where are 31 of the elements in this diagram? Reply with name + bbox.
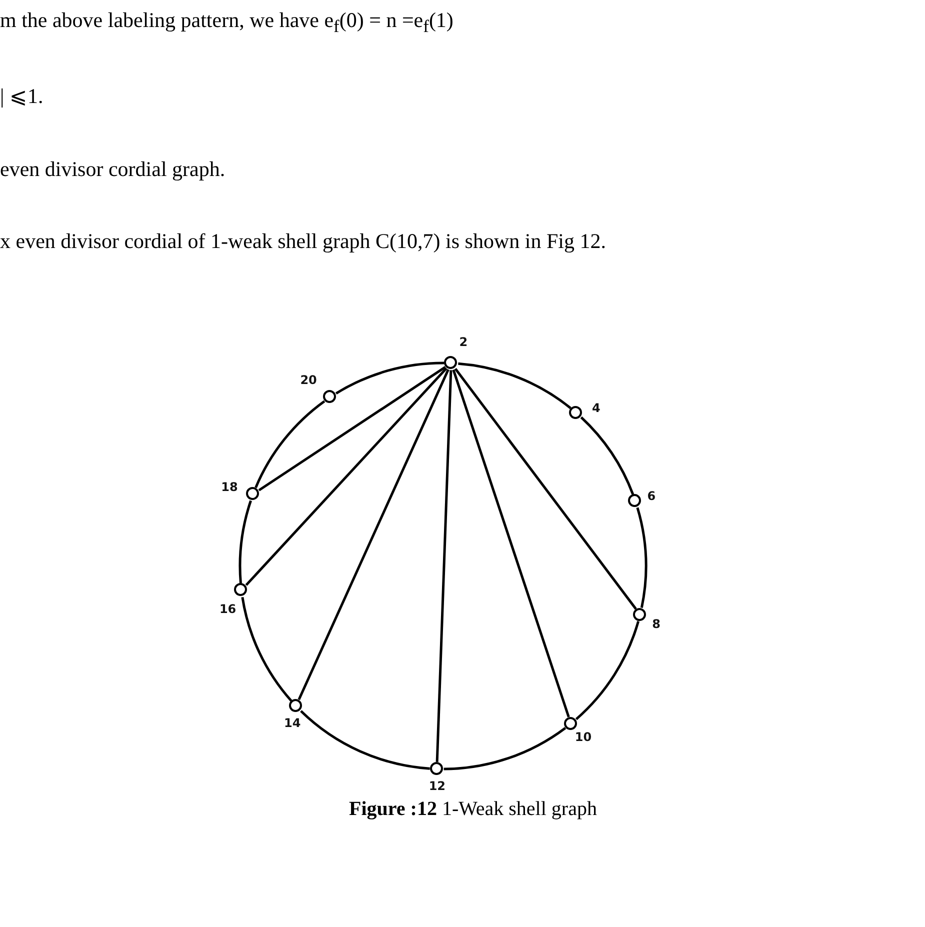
vertex-label: 18 bbox=[221, 480, 238, 494]
vertex-label: 20 bbox=[300, 373, 317, 388]
cycle-edge-arc bbox=[444, 726, 566, 770]
chord-edge bbox=[452, 369, 570, 718]
cycle-edge-arc bbox=[636, 507, 648, 608]
vertex-label: 4 bbox=[592, 400, 600, 415]
body-text: x even divisor cordial of 1-weak shell graph C(10,7) is shown in Fig 12. bbox=[0, 229, 606, 253]
vertex-label: 2 bbox=[459, 335, 468, 350]
cycle-edge-arc bbox=[575, 620, 640, 720]
cycle-edge-arc bbox=[254, 400, 326, 488]
chord-edge bbox=[454, 368, 637, 610]
vertex-label: 10 bbox=[574, 730, 592, 744]
vertex-label: 16 bbox=[219, 602, 236, 616]
cycle-edge-arc bbox=[580, 416, 634, 495]
vertex-label: 12 bbox=[428, 778, 446, 793]
vertex-label: 8 bbox=[652, 616, 660, 631]
chord-edge bbox=[298, 369, 450, 700]
cycle-edge-arc bbox=[300, 710, 430, 770]
cycle-edge-arc bbox=[241, 596, 292, 702]
vertex-label: 14 bbox=[284, 716, 301, 730]
cycle-edge-arc bbox=[458, 362, 572, 410]
body-text: even divisor cordial graph. bbox=[0, 157, 226, 181]
vertex-label: 6 bbox=[647, 488, 656, 503]
chord-edge bbox=[436, 370, 452, 762]
cycle-edge-arc bbox=[335, 362, 444, 395]
chord-edge bbox=[245, 367, 448, 586]
cycle-edge-arc bbox=[238, 500, 252, 584]
body-text: | ⩽1. bbox=[0, 84, 44, 108]
body-text: m the above labeling pattern, we have e$_{f}$(0) = n =e$_{f}$(1) bbox=[0, 8, 454, 38]
chord-edge bbox=[258, 366, 446, 492]
figure-caption: Figure :12 1-Weak shell graph bbox=[349, 797, 597, 821]
